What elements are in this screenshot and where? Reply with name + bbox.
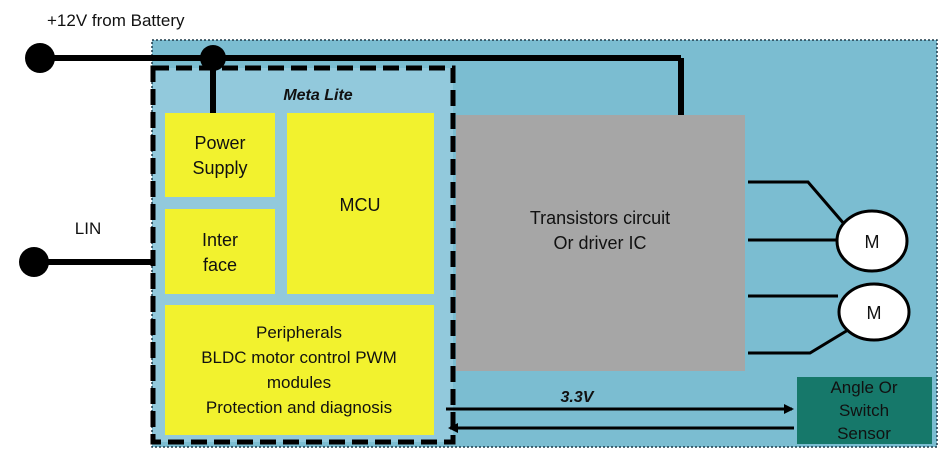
sensor-line3: Sensor <box>837 424 891 443</box>
meta-lite-label: Meta Lite <box>283 87 352 104</box>
mcu-block <box>287 113 434 294</box>
transistors-block <box>456 115 745 371</box>
peripherals-line2: BLDC motor control PWM <box>201 348 397 367</box>
peripherals-block <box>165 305 434 435</box>
power-supply-line1: Power <box>194 133 245 153</box>
battery-terminal <box>25 43 55 73</box>
peripherals-line1: Peripherals <box>256 323 342 342</box>
motor-top-label: M <box>865 232 880 252</box>
transistors-line1: Transistors circuit <box>530 208 670 228</box>
battery-junction <box>200 45 226 71</box>
battery-label: +12V from Battery <box>47 11 185 30</box>
lin-terminal <box>19 247 49 277</box>
motor-bottom-label: M <box>867 303 882 323</box>
power-supply-block <box>165 113 275 197</box>
sensor-line2: Switch <box>839 401 889 420</box>
peripherals-line3: modules <box>267 373 331 392</box>
lin-label: LIN <box>75 219 101 238</box>
power-supply-line2: Supply <box>192 158 247 178</box>
interface-line2: face <box>203 255 237 275</box>
sensor-line1: Angle Or <box>830 378 897 397</box>
motor-top <box>835 209 909 273</box>
voltage-label: 3.3V <box>561 389 595 406</box>
motor-bottom-wire-lower <box>748 328 849 355</box>
transistors-line2: Or driver IC <box>553 233 646 253</box>
motor-bottom <box>837 282 911 342</box>
peripherals-line4: Protection and diagnosis <box>206 398 392 417</box>
interface-block <box>165 209 275 294</box>
sensor-block <box>797 377 932 444</box>
mcu-label: MCU <box>340 195 381 215</box>
interface-line1: Inter <box>202 230 238 250</box>
motor-top-wire-upper <box>748 180 847 226</box>
